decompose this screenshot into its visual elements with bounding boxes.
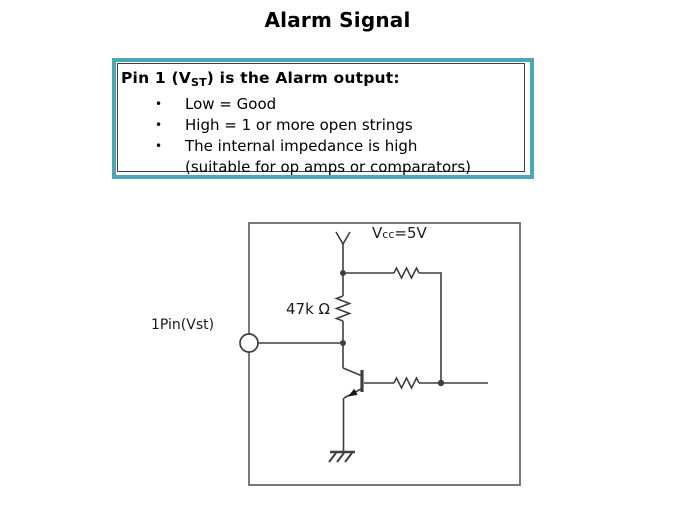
- info-heading-post: ) is the Alarm output:: [206, 69, 400, 87]
- vcc-label-v: V: [372, 224, 383, 242]
- collector-feedback-resistor: [393, 266, 420, 280]
- pullup-resistor-label: 47k Ω: [286, 300, 331, 318]
- junction-dot-top: [340, 270, 346, 276]
- ground-icon: [328, 450, 355, 463]
- pin1-label: 1Pin(Vst): [151, 317, 215, 333]
- vcc-label-subscript: cc: [382, 228, 395, 241]
- npn-transistor: [342, 367, 364, 399]
- bullet-text: High = 1 or more open strings: [185, 116, 413, 134]
- info-heading-subscript: ST: [190, 76, 207, 89]
- pin1-terminal: [239, 333, 259, 353]
- wire-top-branch-right: [419, 272, 442, 383]
- transistor-collector-lead: [342, 367, 362, 377]
- vcc-supply-icon: [335, 231, 351, 246]
- transistor-emitter-arrow-icon: [348, 388, 358, 397]
- bullet-text: The internal impedance is high: [185, 137, 418, 155]
- info-heading-pre: Pin 1 (V: [121, 69, 191, 87]
- page-title: Alarm Signal: [264, 8, 411, 32]
- bullet-icon: •: [155, 97, 163, 111]
- info-heading: Pin 1 (VST) is the Alarm output:: [121, 67, 520, 94]
- base-resistor: [393, 376, 420, 390]
- bullet-item-2: • High = 1 or more open strings: [121, 115, 520, 136]
- junction-dot-pin: [340, 340, 346, 346]
- bullet-item-1: • Low = Good: [121, 94, 520, 115]
- bullet-text: Low = Good: [185, 95, 277, 113]
- bullet-icon: •: [155, 118, 163, 132]
- alarm-info-box-inner: Pin 1 (VST) is the Alarm output: • Low =…: [117, 63, 525, 176]
- alarm-info-box: Pin 1 (VST) is the Alarm output: • Low =…: [112, 58, 534, 179]
- vcc-label-value: =5V: [394, 224, 427, 242]
- bullet-item-3-continuation: (suitable for op amps or comparators): [185, 158, 471, 176]
- bullet-icon: •: [155, 139, 163, 153]
- circuit-boundary-box: [248, 222, 521, 486]
- pullup-resistor-47k: [334, 295, 352, 322]
- bullet-item-3: • The internal impedance is high: [121, 136, 520, 157]
- vcc-label: Vcc=5V: [372, 224, 427, 242]
